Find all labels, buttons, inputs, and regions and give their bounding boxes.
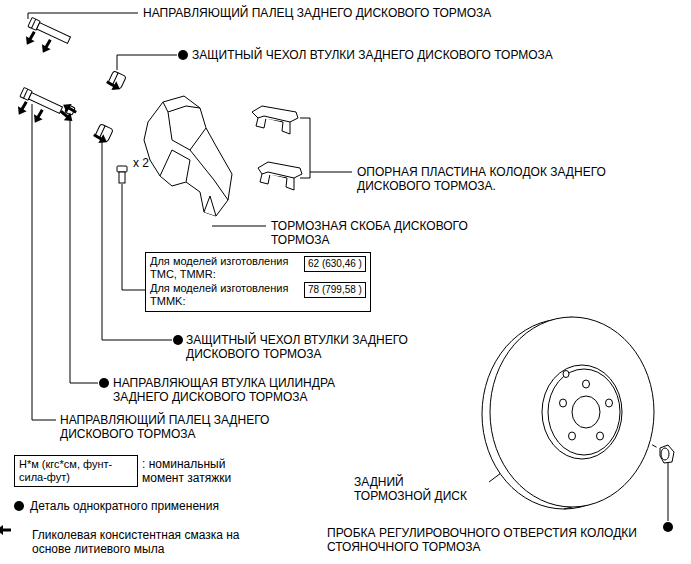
- torque-unit-box: Н*м (кгс*см, фунт-сила-фут): [14, 455, 138, 487]
- leader-line: [310, 172, 352, 173]
- illustration-part: [29, 93, 63, 114]
- part-label: НАПРАВЛЯЮЩИЙ ПАЛЕЦ ЗАДНЕГО ДИСКОВОГО ТОР…: [143, 6, 491, 20]
- part-label: НАПРАВЛЯЮЩИЙ ПАЛЕЦ ЗАДНЕГО ДИСКОВОГО ТОР…: [60, 413, 315, 441]
- illustration-part: [569, 432, 576, 440]
- illustration-part: [258, 162, 302, 190]
- illustration-part: [597, 432, 604, 440]
- brake-disc: [482, 317, 654, 509]
- torque-value-box: 78 (799,58 ): [304, 282, 366, 298]
- illustration-part: [104, 77, 122, 93]
- illustration-part: [190, 150, 228, 200]
- illustration-part: [262, 172, 294, 178]
- illustration-part: [204, 196, 216, 216]
- illustration-part: [14, 99, 30, 117]
- bracket-bolt: [117, 166, 127, 183]
- illustration-part: [117, 166, 127, 172]
- illustration-part: [160, 150, 190, 182]
- leader-bracket: [300, 118, 310, 178]
- illustration-part: [0, 525, 11, 535]
- illustration-part: [542, 365, 622, 459]
- illustration-part: [30, 107, 46, 125]
- torque-table-box: Для моделей изготовления TMC, TMMR:Для м…: [145, 252, 371, 312]
- leader-line: [668, 463, 669, 521]
- part-label: ЗАЩИТНЫЙ ЧЕХОЛ ВТУЛКИ ЗАДНЕГО ДИСКОВОГО …: [186, 333, 461, 361]
- table-text: Н*м (кгс*см, фунт-сила-фут): [19, 458, 133, 484]
- illustration-part: [660, 445, 674, 463]
- illustration-part: [38, 37, 54, 55]
- adjust-hole-plug: [660, 445, 674, 463]
- torque-value: 62 (630,46 ): [308, 258, 362, 270]
- illustration-part: [606, 399, 613, 407]
- legend-dot: [14, 501, 24, 511]
- illustration-part: [91, 130, 109, 146]
- pad-support-plate: [258, 162, 302, 190]
- legend-text: Деталь однократного применения: [30, 499, 219, 513]
- illustration-part: [24, 89, 28, 98]
- one-time-dots: [14, 50, 673, 532]
- illustration-part: [22, 29, 38, 47]
- table-text: Для моделей изготовления TMMK:: [150, 282, 298, 308]
- illustration-part: [258, 116, 290, 122]
- illustration-part: [144, 96, 232, 216]
- illustration-part: [563, 371, 569, 378]
- part-label: ТОРМОЗНАЯ СКОБА ДИСКОВОГО ТОРМОЗА: [271, 219, 511, 247]
- one-time-dot: [173, 335, 183, 345]
- pad-support-plate: [252, 106, 298, 134]
- leader-line: [117, 55, 177, 70]
- legend-text: Гликолевая консистентная смазка на основ…: [32, 528, 247, 556]
- illustration-part: [32, 19, 36, 28]
- leader-line: [212, 226, 266, 227]
- one-time-dot: [663, 522, 673, 532]
- illustration-part: [61, 100, 79, 116]
- part-label: ПРОБКА РЕГУЛИРОВОЧНОГО ОТВЕРСТИЯ КОЛОДКИ…: [327, 526, 655, 554]
- illustration-part: [572, 396, 600, 428]
- illustration-part: [37, 23, 71, 44]
- illustration-part: [163, 102, 200, 112]
- part-label: ЗАДНИЙ ТОРМОЗНОЙ ДИСК: [354, 475, 484, 503]
- one-time-dot: [99, 378, 109, 388]
- legend-text: : номинальный момент затяжки: [142, 457, 254, 485]
- leader-line: [122, 184, 145, 290]
- caliper-bracket: [144, 96, 232, 216]
- quantity-label: x 2: [133, 156, 149, 170]
- illustration-part: [548, 369, 620, 455]
- leader-line: [70, 116, 98, 383]
- part-label: ОПОРНАЯ ПЛАСТИНА КОЛОДОК ЗАДНЕГО ДИСКОВО…: [357, 165, 669, 193]
- leader-lines: [28, 13, 668, 521]
- illustration-part: [119, 172, 125, 183]
- part-label: ЗАЩИТНЫЙ ЧЕХОЛ ВТУЛКИ ЗАДНЕГО ДИСКОВОГО …: [192, 48, 553, 62]
- table-text: Для моделей изготовления TMC, TMMR:: [150, 255, 298, 281]
- one-time-dot: [178, 50, 188, 60]
- leader-line: [32, 104, 56, 420]
- leader-line: [28, 13, 138, 19]
- torque-value-box: 62 (630,46 ): [304, 256, 366, 272]
- illustration-part: [168, 112, 206, 150]
- torque-value: 78 (799,58 ): [308, 284, 362, 296]
- illustration-part: [583, 380, 590, 388]
- illustration-part: [490, 317, 654, 507]
- illustration-part: [661, 448, 669, 460]
- part-label: НАПРАВЛЯЮЩАЯ ВТУЛКА ЦИЛИНДРА ЗАДНЕГО ДИС…: [113, 376, 393, 404]
- illustration-part: [252, 106, 298, 134]
- illustration-part: [560, 399, 567, 407]
